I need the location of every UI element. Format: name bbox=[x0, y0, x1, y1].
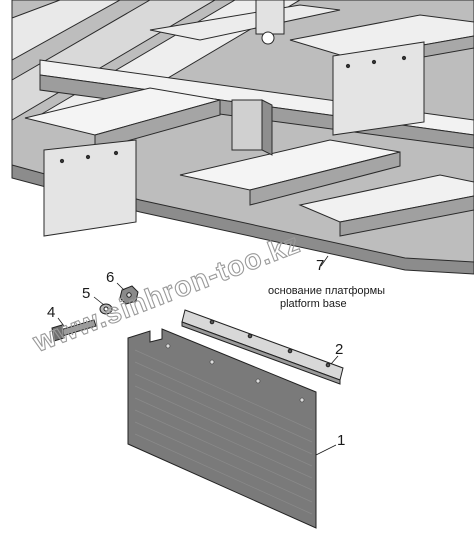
front-mudguard-mounted bbox=[43, 139, 137, 237]
panel-ribs bbox=[134, 349, 313, 515]
caption-en: platform base bbox=[280, 298, 347, 310]
callout-2: 2 bbox=[335, 341, 343, 358]
callout-5: 5 bbox=[82, 285, 90, 302]
callout-6: 6 bbox=[106, 269, 114, 286]
leader-lines bbox=[57, 255, 339, 456]
callout-4: 4 bbox=[47, 304, 55, 321]
callout-7: 7 bbox=[316, 257, 324, 274]
clamp-strip bbox=[181, 309, 344, 385]
nut bbox=[119, 285, 139, 305]
washer bbox=[99, 303, 113, 315]
platform-base-frame bbox=[11, 0, 474, 275]
rear-mudguard-mounted bbox=[332, 41, 425, 136]
caption-ru: основание платформы bbox=[268, 285, 385, 297]
mudguard-panel bbox=[127, 328, 317, 529]
bolt bbox=[51, 319, 97, 342]
callout-1: 1 bbox=[337, 432, 345, 449]
